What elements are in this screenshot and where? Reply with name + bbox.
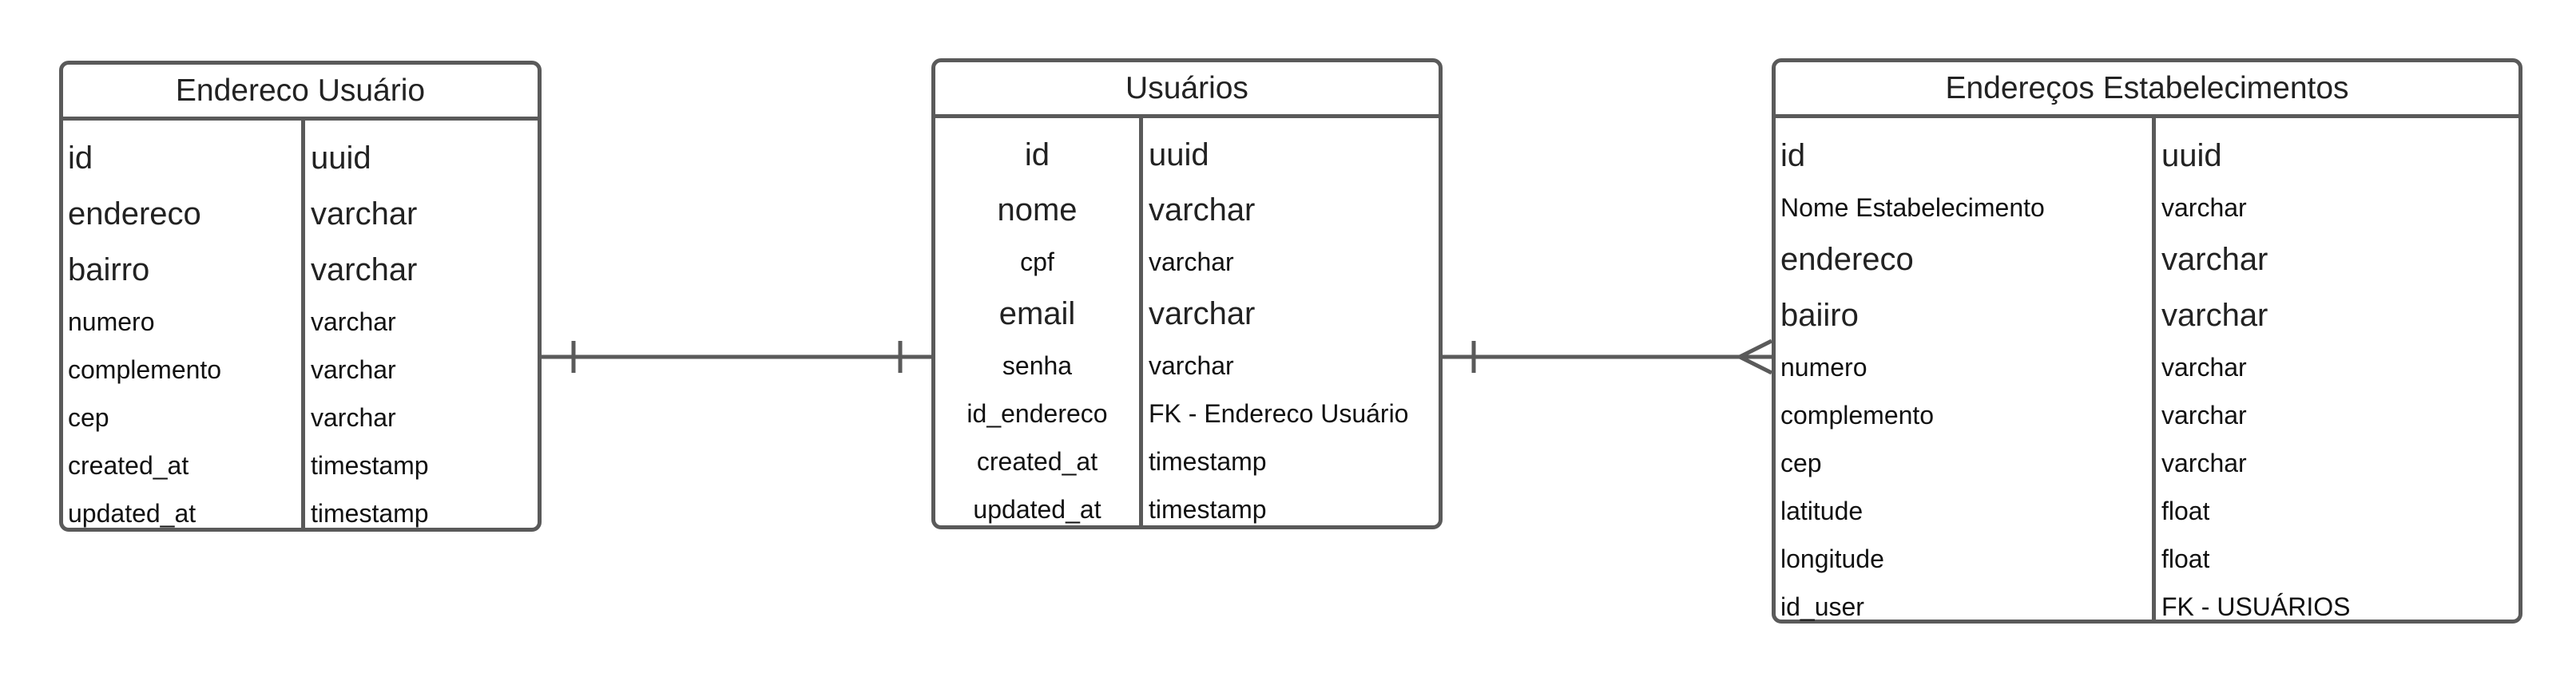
attribute-type: varchar	[311, 354, 396, 384]
attribute-name: complemento	[1780, 400, 1935, 430]
attribute-name: endereco	[1780, 241, 1914, 277]
attribute-type: varchar	[2161, 448, 2247, 477]
attribute-row: id uuid	[935, 128, 1439, 182]
attribute-type: varchar	[311, 251, 418, 287]
attribute-type: timestamp	[311, 450, 429, 480]
attribute-name: updated_at	[68, 498, 196, 528]
attribute-type: FK - USUÁRIOS	[2161, 592, 2351, 621]
attribute-row: cep varchar	[63, 394, 538, 441]
attribute-row: nome varchar	[935, 182, 1439, 238]
attribute-row: endereco varchar	[63, 186, 538, 242]
attribute-name: updated_at	[973, 494, 1101, 524]
attribute-type: timestamp	[311, 498, 429, 528]
attribute-type: float	[2161, 496, 2210, 525]
attribute-row: email varchar	[935, 286, 1439, 342]
attribute-type: varchar	[1149, 350, 1234, 380]
attribute-type: float	[2161, 544, 2210, 573]
column-divider	[1139, 118, 1143, 525]
attribute-row: complemento varchar	[1776, 391, 2518, 439]
attribute-row: id_endereco FK - Endereco Usuário	[935, 390, 1439, 438]
attribute-type: varchar	[311, 196, 418, 232]
entity-title: Endereços Estabelecimentos	[1776, 62, 2518, 118]
attribute-name: Nome Estabelecimento	[1780, 192, 2045, 222]
attribute-row: created_at timestamp	[63, 441, 538, 489]
attribute-name: nome	[997, 192, 1078, 228]
attribute-name: email	[998, 295, 1076, 331]
attribute-name: id	[68, 140, 93, 176]
attribute-type: varchar	[2161, 192, 2247, 222]
attribute-name: cep	[1780, 448, 1822, 477]
attribute-name: id_endereco	[966, 398, 1108, 428]
attribute-name: numero	[1780, 352, 1868, 382]
attribute-name: numero	[68, 307, 155, 336]
attribute-row: baiiro varchar	[1776, 287, 2518, 343]
attribute-row: created_at timestamp	[935, 438, 1439, 485]
attribute-row: id uuid	[63, 130, 538, 186]
attribute-name: baiiro	[1780, 297, 1859, 333]
attribute-row: senha varchar	[935, 342, 1439, 390]
attribute-type: varchar	[311, 307, 396, 336]
attribute-name: cpf	[1020, 247, 1054, 276]
attribute-name: created_at	[976, 446, 1098, 476]
attribute-type: varchar	[1149, 192, 1256, 228]
attribute-row: updated_at timestamp	[63, 489, 538, 537]
attribute-type: FK - Endereco Usuário	[1149, 398, 1409, 428]
attribute-type: uuid	[2161, 137, 2222, 173]
attribute-row: numero varchar	[1776, 343, 2518, 391]
attribute-name: id	[1024, 137, 1050, 172]
attribute-name: bairro	[68, 251, 150, 287]
relationship-one-to-one	[542, 341, 931, 373]
attribute-name: created_at	[68, 450, 189, 480]
attribute-name: latitude	[1780, 496, 1864, 525]
attribute-type: varchar	[2161, 400, 2247, 430]
attribute-type: uuid	[1149, 137, 1209, 172]
attribute-name: id_user	[1780, 592, 1864, 621]
attribute-type: uuid	[311, 140, 371, 176]
attribute-row: latitude float	[1776, 487, 2518, 535]
attribute-name: id	[1780, 137, 1806, 173]
attribute-row: id uuid	[1776, 128, 2518, 184]
attribute-row: longitude float	[1776, 535, 2518, 583]
attribute-name: complemento	[68, 354, 222, 384]
attribute-type: varchar	[2161, 241, 2268, 277]
attribute-row: numero varchar	[63, 298, 538, 346]
entity-title: Endereco Usuário	[63, 65, 538, 121]
attribute-row: Nome Estabelecimento varchar	[1776, 184, 2518, 232]
attribute-row: cep varchar	[1776, 439, 2518, 487]
attribute-name: cep	[68, 402, 109, 432]
attribute-name: senha	[1002, 350, 1073, 380]
attribute-name: endereco	[68, 196, 201, 232]
attribute-type: varchar	[1149, 247, 1234, 276]
attribute-type: varchar	[2161, 352, 2247, 382]
attribute-row: bairro varchar	[63, 242, 538, 298]
relationship-one-to-many	[1443, 339, 1773, 375]
attribute-type: varchar	[2161, 297, 2268, 333]
attribute-row: cpf varchar	[935, 238, 1439, 286]
attribute-type: varchar	[1149, 295, 1256, 331]
attribute-type: timestamp	[1149, 446, 1267, 476]
attribute-type: timestamp	[1149, 494, 1267, 524]
attribute-type: varchar	[311, 402, 396, 432]
column-divider	[301, 121, 305, 528]
attribute-row: id_user FK - USUÁRIOS	[1776, 583, 2518, 631]
attribute-name: longitude	[1780, 544, 1884, 573]
attribute-row: updated_at timestamp	[935, 485, 1439, 533]
attribute-row: endereco varchar	[1776, 232, 2518, 287]
entity-title: Usuários	[935, 62, 1439, 118]
column-divider	[2152, 118, 2156, 620]
attribute-row: complemento varchar	[63, 346, 538, 394]
